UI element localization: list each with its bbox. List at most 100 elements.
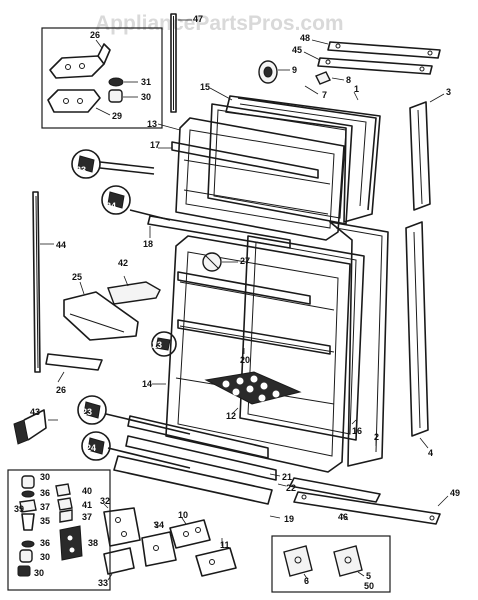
callout-39: 39 [14,504,24,514]
callout-30b: 30 [40,472,50,482]
freezer-inner-liner [175,117,345,241]
side-trim-3 [409,101,431,211]
trim-bar-48 [327,41,441,59]
callout-20: 20 [240,355,250,365]
hinge-38 [59,525,83,561]
side-trim-4 [405,221,429,437]
butter-bin-25 [63,291,139,341]
lower-shelf-bars: 23 24 21 22 19 [77,395,296,524]
trim-bar-45 [317,57,433,75]
bin-lid-42 [107,281,161,305]
top-trim-bars: 48 45 [292,33,441,75]
callout-3: 3 [446,87,451,97]
callout-42: 42 [118,258,128,268]
callout-18: 18 [143,239,153,249]
callout-44: 44 [56,240,66,250]
callout-8: 8 [346,75,351,85]
callout-2: 2 [374,432,379,442]
washer-36b [21,540,35,548]
bushing-30b [19,549,33,563]
part-41 [57,497,73,511]
callout-13: 13 [147,119,157,129]
callout-9: 9 [292,65,297,75]
callout-41: 41 [82,500,92,510]
callout-33: 33 [98,578,108,588]
part-40 [55,483,71,497]
top-hinge-arm [97,43,111,65]
fresh-food-inner-liner [165,235,351,473]
callout-32: 32 [100,496,110,506]
washer-36a [21,490,35,498]
callout-23a: 23 [76,165,86,175]
top-hinge-plate [49,55,105,79]
callout-17: 17 [150,140,160,150]
callout-49: 49 [450,488,460,498]
bar-end-23b [151,331,177,357]
part-8 [315,71,331,85]
callout-24b: 24 [86,443,96,453]
freezer-door: 13 15 17 18 [143,82,381,249]
freezer-outer-door [225,95,381,223]
part-37 [59,509,73,523]
strip-47: 47 [170,13,203,113]
door-shelf-upper [177,271,311,305]
upper-bar-end-23d: 23 [0,0,10,2]
callout-40: 40 [82,486,92,496]
upper-shelf-bars: 23 24 [71,149,171,221]
clip-inset: 6 5 50 [271,535,391,593]
freezer-shelf-17 [171,141,319,179]
callout-36a: 36 [40,488,50,498]
top-small-parts: 9 8 7 1 [258,60,359,101]
callout-37a: 37 [40,502,50,512]
shelf-bar-21 [127,415,269,459]
bushing-30a [21,475,35,489]
strip-26 [45,353,103,371]
callout-43: 43 [30,407,40,417]
clip-5 [333,545,363,577]
hinge-washer [108,77,124,87]
callout-27: 27 [240,256,250,266]
watermark: AppliancePartsPros.com [95,12,344,35]
callout-29: 29 [112,111,122,121]
strip-44: 44 [32,191,66,373]
fresh-food-door: 12 20 14 16 2 27 [142,221,389,473]
bracket-11 [195,547,237,577]
callout-4: 4 [428,448,433,458]
callout-46: 46 [338,512,348,522]
callout-48: 48 [300,33,310,43]
bar-end-24b [81,431,111,461]
fresh-food-gasket [239,235,365,441]
callout-19: 19 [284,514,294,524]
bracket-33 [103,547,135,575]
callout-26: 26 [90,30,100,40]
callout-30c: 30 [40,552,50,562]
door-shelf-20 [177,319,331,355]
callout-34: 34 [154,520,164,530]
callout-36b: 36 [40,538,50,548]
hinge-inset-frame [41,27,163,129]
hinge-bushing [108,89,123,103]
left-bin-parts: 42 25 23 26 [45,258,177,395]
fresh-food-outer-door [329,221,389,467]
callout-30d: 30 [34,568,44,578]
callout-1: 1 [354,84,359,94]
callout-6: 6 [304,576,309,586]
callout-25: 25 [72,272,82,282]
callout-47: 47 [193,14,203,24]
callout-23d: 23 [0,0,10,2]
callout-10: 10 [178,510,188,520]
callout-11: 11 [220,540,230,550]
callout-35: 35 [40,516,50,526]
callout-15: 15 [200,82,210,92]
callout-12: 12 [226,411,236,421]
clip-6 [283,545,313,577]
hardware-inset-frame [7,469,111,591]
bracket-32 [103,507,141,547]
callout-31: 31 [141,77,151,87]
hardware-inset: 30 36 37 35 36 30 40 41 37 38 39 30 [7,469,111,591]
callout-38: 38 [88,538,98,548]
callout-37b: 37 [82,512,92,522]
callout-14: 14 [142,379,152,389]
bushing-30d [17,565,31,577]
